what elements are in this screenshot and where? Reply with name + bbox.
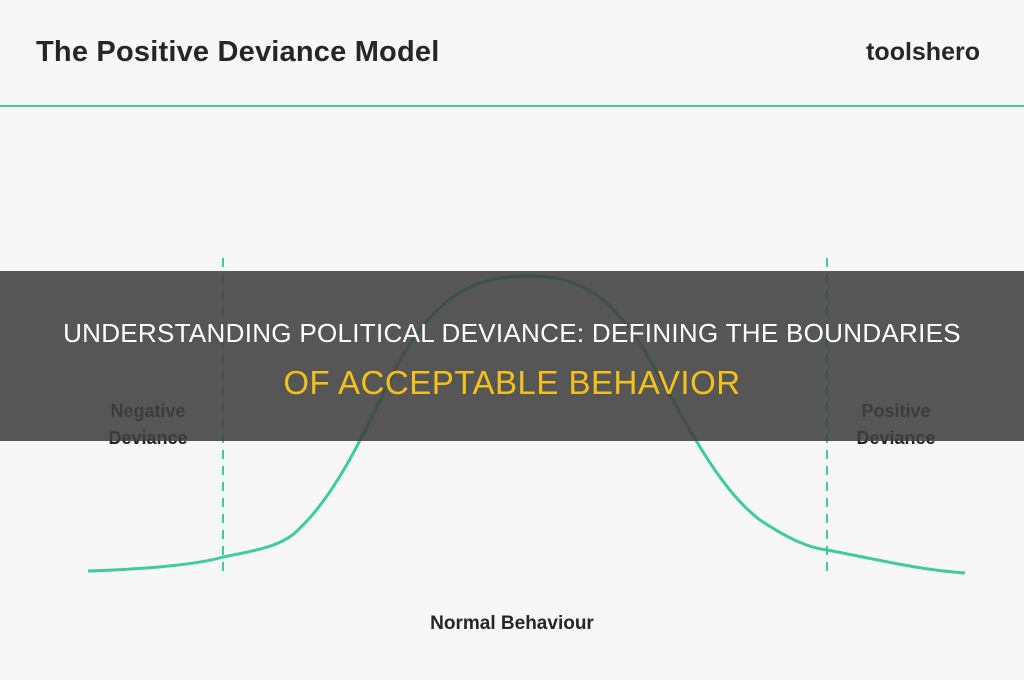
title-overlay-banner [0, 271, 1024, 441]
diagram-title: The Positive Deviance Model [36, 36, 440, 68]
overlay-title-line2: OF ACCEPTABLE BEHAVIOR [283, 364, 741, 401]
header-divider [0, 105, 1024, 107]
normal-behaviour-label: Normal Behaviour [430, 613, 594, 634]
brand-logo: toolshero [866, 38, 980, 66]
overlay-title-line1: UNDERSTANDING POLITICAL DEVIANCE: DEFINI… [63, 318, 961, 348]
